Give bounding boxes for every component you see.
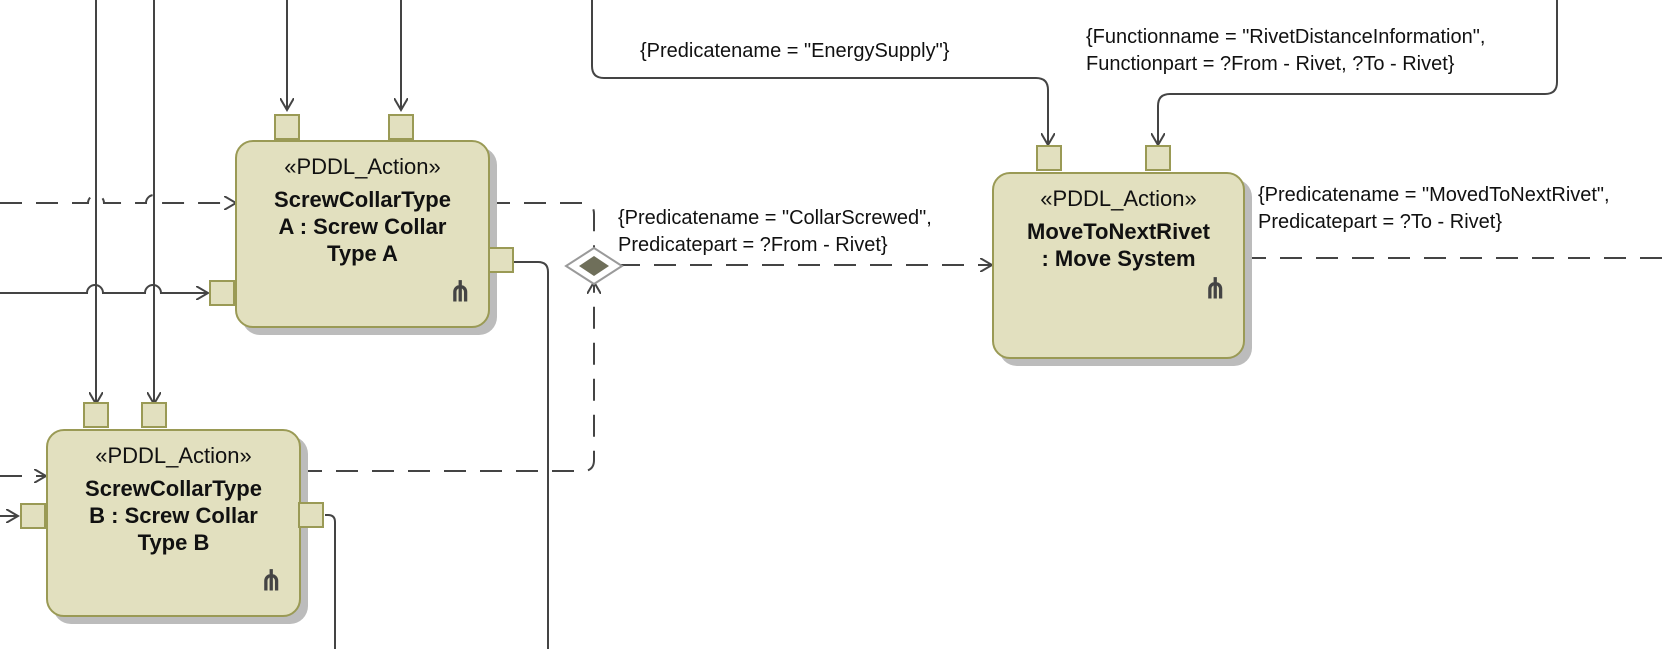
flow-left-to-a-pin: [0, 284, 208, 293]
input-pin[interactable]: [1145, 145, 1171, 171]
action-screw-collar-b[interactable]: «PDDL_Action» ScrewCollarType B : Screw …: [46, 429, 301, 617]
objflow-a-to-merge: [488, 202, 595, 256]
objflow-b-to-merge: [300, 282, 594, 472]
guard-moved-to-next-rivet: {Predicatename = "MovedToNextRivet", Pre…: [1258, 184, 1610, 233]
stereotype-label: «PDDL_Action»: [95, 443, 252, 468]
flow-energy-supply: [591, 0, 1048, 145]
flow-b-out: [325, 514, 336, 649]
guard-collar-screwed: {Predicatename = "CollarScrewed", Predic…: [618, 207, 932, 256]
input-pin[interactable]: [20, 503, 46, 529]
rake-icon: ⋔: [1203, 273, 1227, 304]
guard-energy-supply: {Predicatename = "EnergySupply"}: [640, 40, 950, 62]
action-move-to-next-rivet[interactable]: «PDDL_Action» MoveToNextRivet : Move Sys…: [992, 172, 1245, 359]
rake-icon: ⋔: [448, 276, 472, 307]
rake-icon: ⋔: [259, 565, 283, 596]
action-screw-collar-a[interactable]: «PDDL_Action» ScrewCollarType A : Screw …: [235, 140, 490, 328]
guard-rivet-distance: {Functionname = "RivetDistanceInformatio…: [1086, 26, 1486, 75]
output-pin[interactable]: [488, 247, 514, 273]
input-pin[interactable]: [141, 402, 167, 428]
output-pin[interactable]: [298, 502, 324, 528]
action-name: ScrewCollarType A : Screw Collar Type A: [274, 187, 451, 266]
input-pin[interactable]: [1036, 145, 1062, 171]
stereotype-label: «PDDL_Action»: [284, 154, 441, 179]
objflow-left-to-a: [0, 194, 236, 203]
action-name: ScrewCollarType B : Screw Collar Type B: [85, 476, 262, 555]
stereotype-label: «PDDL_Action»: [1040, 186, 1197, 211]
flow-a-out: [514, 261, 549, 649]
input-pin[interactable]: [388, 114, 414, 140]
merge-node: [564, 246, 624, 286]
input-pin[interactable]: [209, 280, 235, 306]
input-pin[interactable]: [274, 114, 300, 140]
action-name: MoveToNextRivet : Move System: [1027, 219, 1210, 271]
flow-rivet-distance: [1158, 0, 1558, 145]
input-pin[interactable]: [83, 402, 109, 428]
